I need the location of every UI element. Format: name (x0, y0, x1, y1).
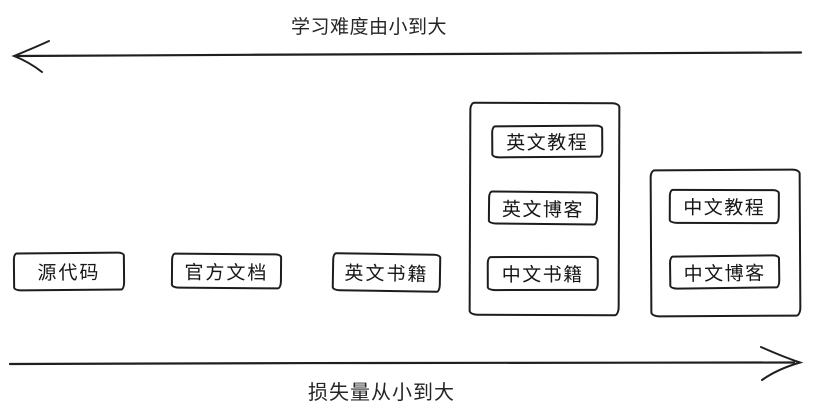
node-label: 源代码 (37, 262, 101, 285)
node-label: 中文教程 (683, 197, 766, 220)
node-label: 中文博客 (683, 263, 766, 286)
node-chinese-tutorials: 中文教程 (668, 188, 780, 225)
node-label: 中文书籍 (501, 264, 584, 287)
node-source-code: 源代码 (12, 251, 126, 292)
node-label: 官方文档 (184, 262, 269, 284)
node-chinese-books: 中文书籍 (486, 255, 599, 292)
arrow-left-icon (11, 40, 803, 73)
node-english-books: 英文书籍 (331, 252, 442, 293)
group-chinese-resources: 中文教程 中文博客 (649, 168, 802, 318)
node-english-blogs: 英文博客 (487, 190, 599, 226)
node-label: 英文博客 (501, 199, 585, 221)
group-english-resources: 英文教程 英文博客 中文书籍 (468, 101, 621, 317)
node-label: 英文教程 (506, 132, 589, 155)
loss-axis-label: 损失量从小到大 (308, 382, 455, 404)
node-label: 英文书籍 (344, 263, 429, 286)
node-chinese-blogs: 中文博客 (668, 254, 781, 290)
difficulty-axis-label: 学习难度由小到大 (291, 17, 448, 38)
node-english-tutorials: 英文教程 (491, 124, 604, 159)
node-official-docs: 官方文档 (170, 252, 283, 290)
